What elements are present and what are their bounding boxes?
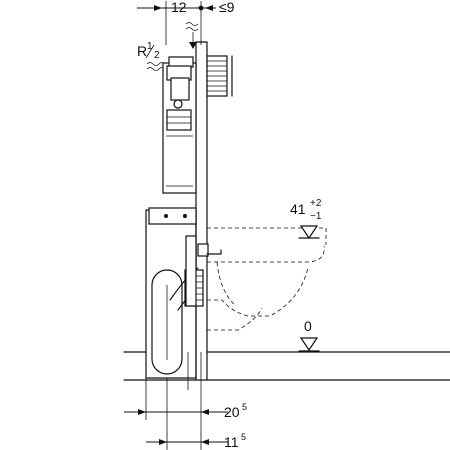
dim-bottom-lower-label: 11 <box>224 434 239 450</box>
connection-label: R 1 2 <box>137 41 166 71</box>
flush-plate <box>206 55 233 97</box>
top-dimension: 12 ≤9 <box>137 0 235 49</box>
frame-upright <box>195 41 208 381</box>
floor-marker: 0 <box>298 318 320 352</box>
height-minus-label: −1 <box>310 211 322 222</box>
dim-bottom-lower-sup: 5 <box>241 432 246 442</box>
height-main-label: 41 <box>290 201 306 217</box>
dim-top-right-label: ≤9 <box>219 0 235 15</box>
bottom-dimensions: 20 5 11 5 <box>124 378 247 450</box>
connection-den-label: 2 <box>154 50 160 61</box>
cistern <box>162 56 197 194</box>
connection-r-label: R <box>137 43 147 59</box>
floor-level-label: 0 <box>304 318 312 334</box>
dim-top-left-label: 12 <box>171 0 187 15</box>
floor <box>123 351 450 390</box>
height-plus-label: +2 <box>310 198 322 209</box>
toilet-outline <box>207 227 327 331</box>
dim-bottom-upper-label: 20 <box>224 404 240 420</box>
lower-housing <box>145 207 222 379</box>
connection-num-label: 1 <box>147 41 153 52</box>
height-marker: 41 +2 −1 <box>290 198 322 240</box>
dim-bottom-upper-sup: 5 <box>242 402 247 412</box>
